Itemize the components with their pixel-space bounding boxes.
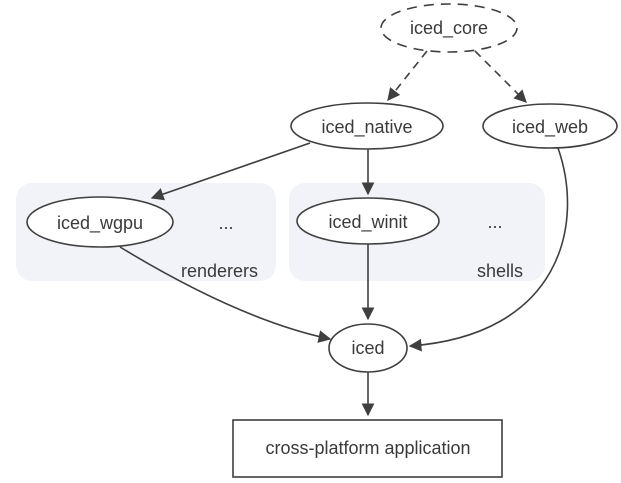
shells-ellipsis: ... <box>487 212 502 232</box>
node-application <box>232 419 503 478</box>
node-iced-core-label: iced_core <box>410 18 488 39</box>
edge-iced-core-to-iced-web <box>474 50 527 103</box>
edge-iced-native-to-iced-wgpu <box>150 142 311 201</box>
shells-group-label: shells <box>477 261 523 281</box>
edge-iced-core-to-iced-native <box>387 50 428 102</box>
node-iced-web-label: iced_web <box>512 117 588 138</box>
node-iced-wgpu <box>26 196 174 248</box>
node-application-label: cross-platform application <box>265 438 470 458</box>
renderers-ellipsis: ... <box>218 213 233 233</box>
node-iced-label: iced <box>351 338 384 358</box>
node-iced-core <box>380 3 518 53</box>
renderers-group-label: renderers <box>181 261 258 281</box>
edge-iced-wgpu-to-iced <box>119 246 332 343</box>
node-iced-native <box>290 102 444 150</box>
node-iced-wgpu-label: iced_wgpu <box>57 213 143 234</box>
node-iced <box>328 323 408 373</box>
node-iced-winit <box>296 197 440 245</box>
node-iced-winit-label: iced_winit <box>328 212 407 233</box>
node-iced-native-label: iced_native <box>321 117 412 138</box>
node-iced-web <box>482 103 618 149</box>
edge-iced-web-to-iced <box>408 147 569 352</box>
